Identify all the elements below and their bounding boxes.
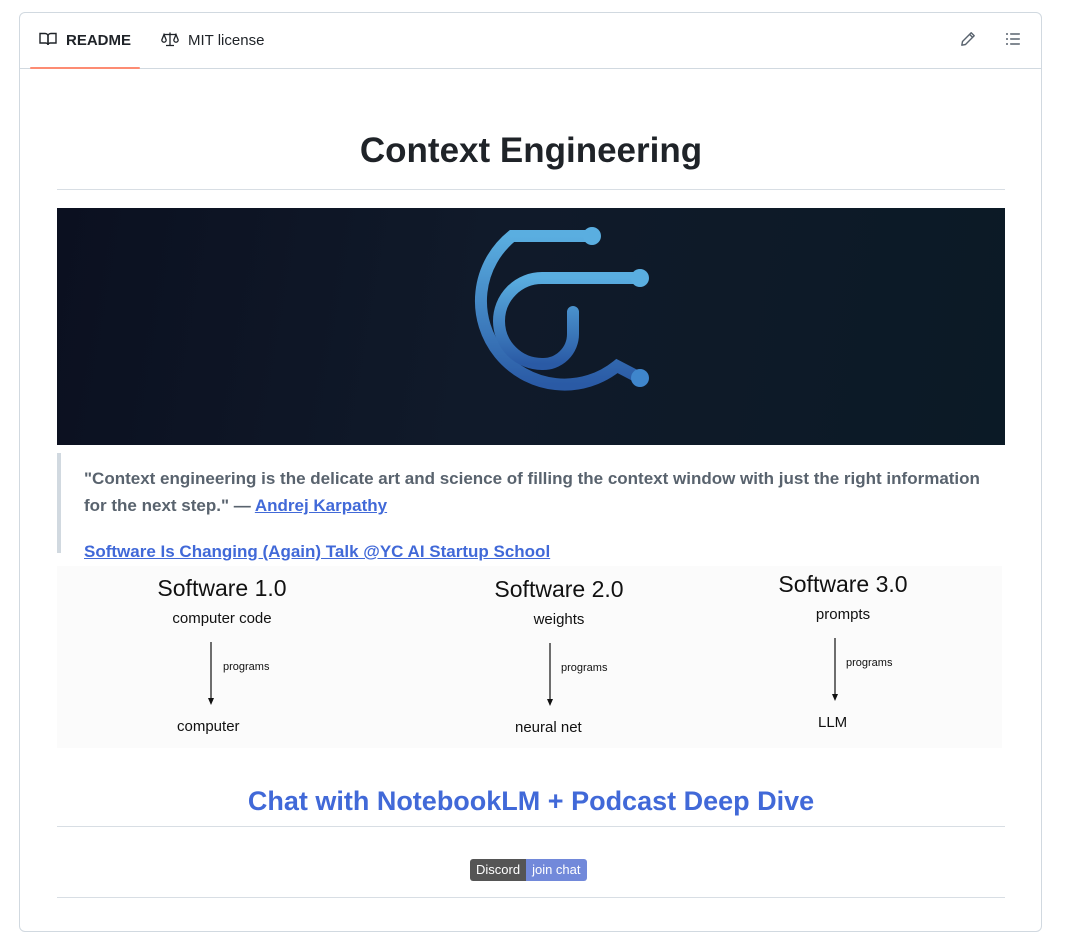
context-engineering-banner <box>57 208 1005 445</box>
software-3-column: Software 3.0 prompts <box>773 571 913 623</box>
tab-readme[interactable]: README <box>30 13 141 69</box>
pencil-icon <box>960 31 976 52</box>
karpathy-blockquote: "Context engineering is the delicate art… <box>57 453 1005 561</box>
software-3-relation: programs <box>846 657 893 669</box>
quote-paragraph: "Context engineering is the delicate art… <box>84 465 984 519</box>
software-1-output: computer <box>177 718 240 735</box>
software-1-arrow-icon <box>208 642 214 705</box>
tab-readme-label: README <box>66 32 132 49</box>
tab-license-label: MIT license <box>188 32 265 49</box>
readme-title: Context Engineering <box>359 131 703 170</box>
book-icon <box>39 31 66 51</box>
list-unordered-icon <box>1005 31 1021 52</box>
software-2-heading: Software 2.0 <box>494 576 624 602</box>
badge-divider <box>57 897 1005 898</box>
notebooklm-divider <box>57 826 1005 827</box>
software-talk-link[interactable]: Software Is Changing (Again) Talk @YC AI… <box>84 542 551 561</box>
file-tab-bar: README MIT license <box>20 13 1041 69</box>
software-versions-diagram: Software 1.0 computer code programs comp… <box>57 566 1002 748</box>
readme-panel: README MIT license <box>19 12 1042 932</box>
software-1-column: Software 1.0 computer code <box>152 575 292 627</box>
software-2-output: neural net <box>515 719 582 736</box>
software-3-output: LLM <box>818 714 848 731</box>
software-3-arrow-icon <box>832 638 838 701</box>
outline-button[interactable] <box>1002 30 1024 52</box>
discord-badge[interactable]: Discord join chat <box>470 859 587 881</box>
software-1-relation: programs <box>223 661 270 673</box>
edit-file-button[interactable] <box>957 30 979 52</box>
andrej-karpathy-link[interactable]: Andrej Karpathy <box>254 496 388 515</box>
software-2-column: Software 2.0 weights <box>489 576 629 628</box>
title-divider <box>57 189 1005 190</box>
software-2-input: weights <box>533 611 585 628</box>
software-1-input: computer code <box>172 610 272 627</box>
discord-badge-label: Discord <box>470 859 527 881</box>
notebooklm-heading-link[interactable]: Chat with NotebookLM + Podcast Deep Dive <box>247 786 815 816</box>
software-2-relation: programs <box>561 662 608 674</box>
software-1-heading: Software 1.0 <box>157 575 287 601</box>
talk-paragraph: Software Is Changing (Again) Talk @YC AI… <box>84 538 550 565</box>
software-3-heading: Software 3.0 <box>778 571 908 597</box>
software-3-input: prompts <box>815 606 871 623</box>
quote-text: "Context engineering is the delicate art… <box>84 469 980 515</box>
tab-license[interactable]: MIT license <box>152 13 273 68</box>
ce-logo-icon <box>474 227 649 391</box>
software-2-arrow-icon <box>547 643 553 706</box>
law-icon <box>161 31 188 51</box>
discord-badge-message: join chat <box>526 859 587 881</box>
